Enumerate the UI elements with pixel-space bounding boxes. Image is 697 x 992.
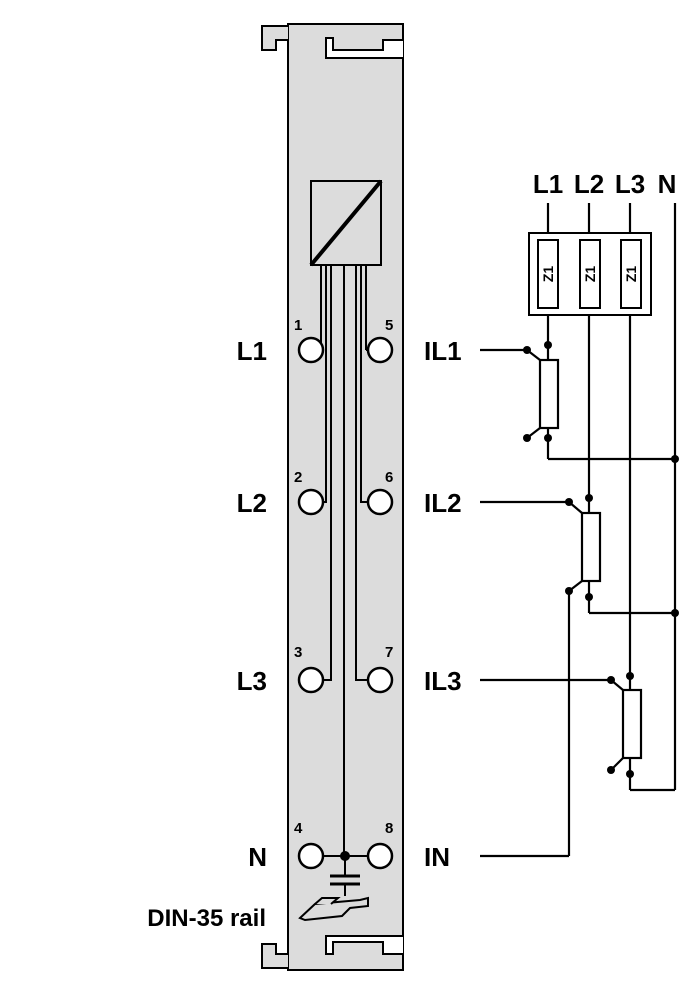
terminal-2: [297, 488, 325, 516]
label-il3: IL3: [424, 666, 462, 696]
terminal-8: [366, 842, 394, 870]
terminal-number-1: 1: [294, 317, 302, 334]
terminal-1: [297, 336, 325, 364]
right-terminals: [366, 336, 394, 870]
mains-label-n: N: [658, 169, 677, 199]
terminal-number-4: 4: [294, 820, 303, 837]
label-l3: L3: [237, 666, 267, 696]
terminal-number-6: 6: [385, 469, 393, 486]
current-transformer-icon: [538, 358, 560, 430]
bottom-latch: [325, 935, 403, 955]
terminal-number-2: 2: [294, 469, 302, 486]
fuse-label-2: Z1: [582, 266, 598, 283]
left-terminals: [297, 336, 325, 870]
terminal-number-5: 5: [385, 317, 393, 334]
bottom-left-clip: [261, 943, 288, 969]
external-wiring: [480, 203, 677, 858]
terminal-3: [297, 666, 325, 694]
din-rail-icon: [298, 896, 369, 922]
converter-icon: [309, 179, 383, 267]
mains-label-l3: L3: [615, 169, 645, 199]
label-il1: IL1: [424, 336, 462, 366]
junction-dots: [523, 341, 679, 778]
fuse-icon: [579, 239, 601, 309]
label-in: IN: [424, 842, 450, 872]
top-latch: [325, 37, 403, 59]
terminal-number-8: 8: [385, 820, 393, 837]
terminal-4: [297, 842, 325, 870]
terminal-6: [366, 488, 394, 516]
terminal-number-3: 3: [294, 644, 302, 661]
terminal-7: [366, 666, 394, 694]
label-il2: IL2: [424, 488, 462, 518]
top-left-clip: [261, 25, 288, 51]
fuse-icon: [620, 239, 642, 309]
fuse-label-3: Z1: [623, 266, 639, 283]
fuse-label-1: Z1: [540, 266, 556, 283]
current-transformer-icon: [621, 688, 643, 760]
label-l2: L2: [237, 488, 267, 518]
terminal-number-7: 7: [385, 644, 393, 661]
mains-label-l2: L2: [574, 169, 604, 199]
mains-label-l1: L1: [533, 169, 563, 199]
terminal-5: [366, 336, 394, 364]
label-l1: L1: [237, 336, 267, 366]
current-transformer-icon: [580, 511, 602, 583]
fuse-icon: [537, 239, 559, 309]
label-n: N: [248, 842, 267, 872]
din-rail-label: DIN-35 rail: [147, 905, 266, 932]
